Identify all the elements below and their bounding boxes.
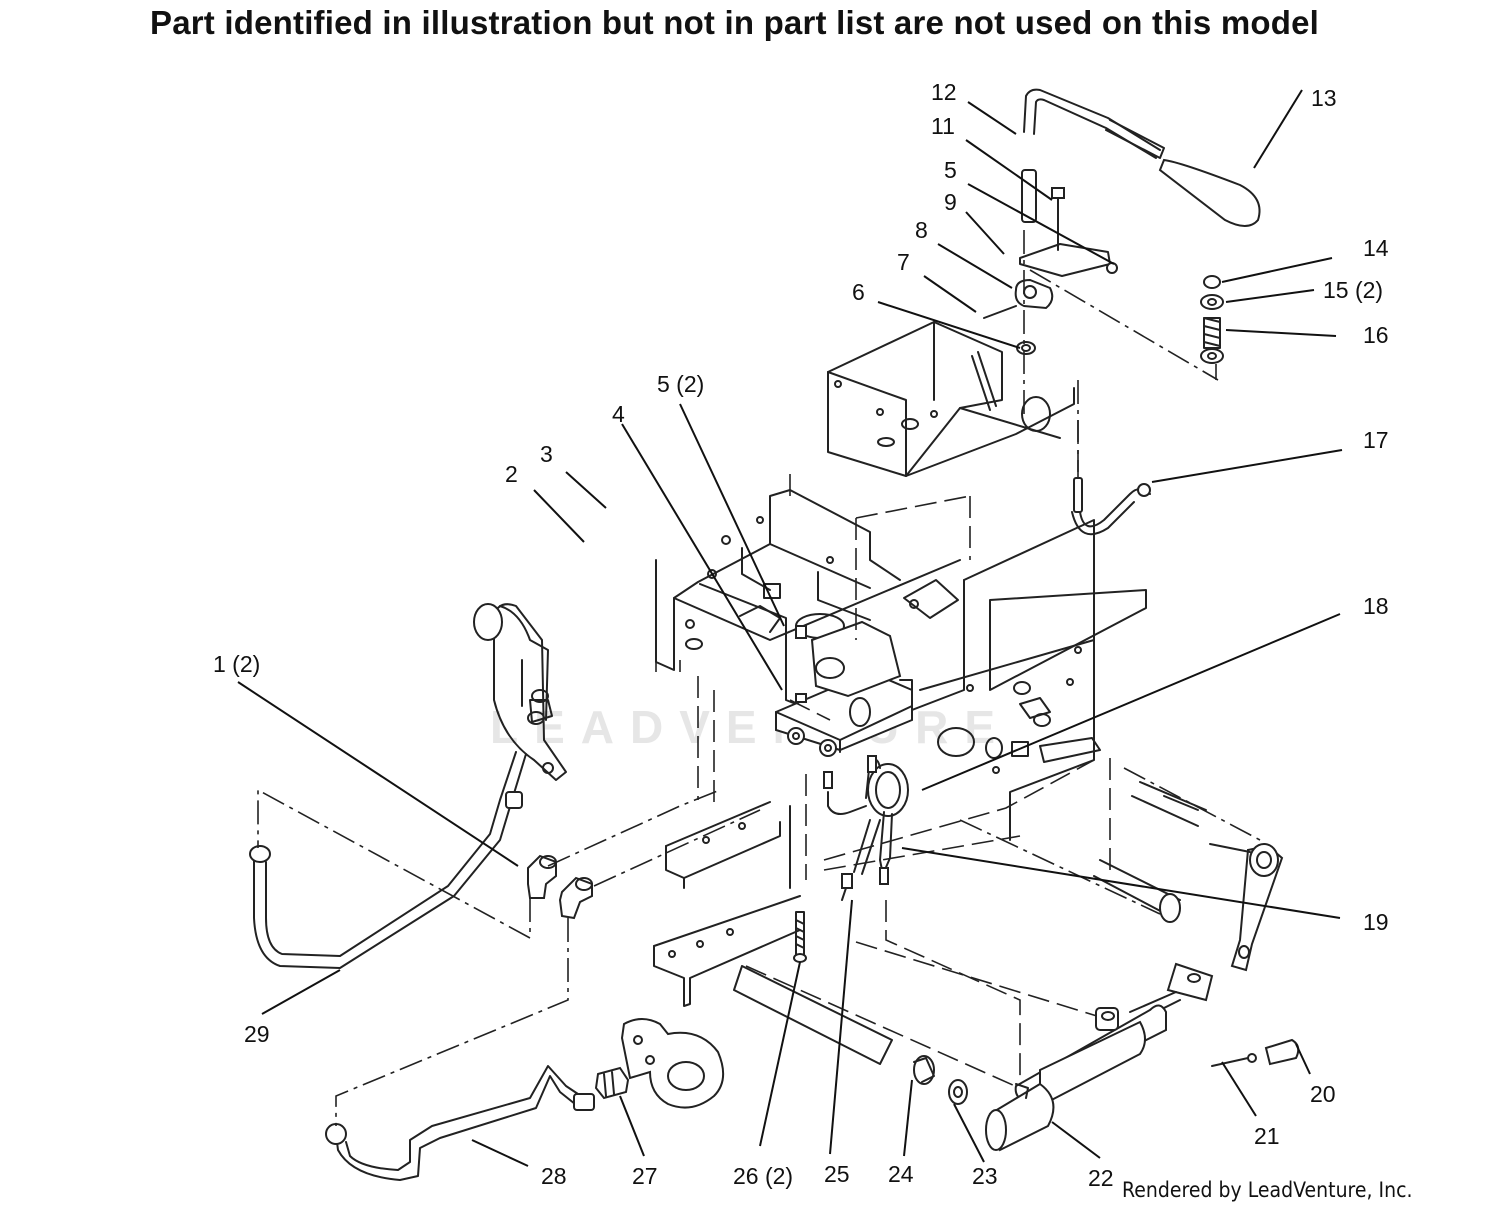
console-bracket (827, 321, 1075, 477)
cross-shaft (733, 781, 1207, 1065)
bell-crank (1209, 843, 1284, 972)
callout-21: 21 (1254, 1123, 1280, 1149)
render-credit: Rendered by LeadVenture, Inc. (1122, 1178, 1413, 1202)
callout-9: 9 (944, 189, 957, 215)
leader-lines (237, 89, 1343, 1167)
callout-24: 24 (888, 1161, 914, 1187)
motor-fitting (594, 1018, 725, 1109)
control-valve (775, 620, 913, 757)
hydraulic-hoses (823, 755, 909, 901)
callout-28: 28 (541, 1163, 567, 1189)
callout-3: 3 (540, 441, 553, 467)
callout-25: 25 (824, 1161, 850, 1187)
callout-8: 8 (915, 217, 928, 243)
lever-pivot-assembly (983, 187, 1118, 355)
callout-labels: 1 (2) 2 3 4 5 (2) 5 6 7 8 9 11 12 13 14 … (213, 79, 1389, 1191)
main-frame (655, 468, 965, 731)
callout-7: 7 (897, 249, 910, 275)
callout-19: 19 (1363, 909, 1389, 935)
callout-16: 16 (1363, 322, 1389, 348)
callout-5-2: 5 (2) (657, 371, 704, 397)
control-lever (1021, 88, 1261, 227)
clevis-pin (1264, 1038, 1300, 1066)
callout-17: 17 (1363, 427, 1389, 453)
callout-23: 23 (972, 1163, 998, 1189)
link-rod (1071, 477, 1151, 536)
diagram-title: Part identified in illustration but not … (150, 4, 1320, 41)
callout-6: 6 (852, 279, 865, 305)
spring-stack (1200, 275, 1224, 380)
right-frame-plate (919, 519, 1147, 841)
washer (948, 1079, 968, 1105)
elbow-fittings (527, 854, 593, 920)
callout-29: 29 (244, 1021, 270, 1047)
part-drawings (249, 88, 1300, 1181)
callout-5: 5 (944, 157, 957, 183)
callout-26-2: 26 (2) (733, 1163, 793, 1189)
callout-14: 14 (1363, 235, 1389, 261)
callout-12: 12 (931, 79, 957, 105)
callout-20: 20 (1310, 1081, 1336, 1107)
callout-27: 27 (632, 1163, 658, 1189)
callout-15-2: 15 (2) (1323, 277, 1383, 303)
callout-11: 11 (931, 113, 955, 139)
frame-rails (653, 495, 1261, 1091)
long-bolt (793, 911, 807, 963)
hydraulic-line-upper (249, 751, 527, 969)
hydraulic-line-lower (325, 1065, 595, 1181)
callout-4: 4 (612, 401, 625, 427)
callout-2: 2 (505, 461, 518, 487)
callout-1: 1 (2) (213, 651, 260, 677)
callout-13: 13 (1311, 85, 1337, 111)
pump-left (473, 603, 567, 781)
callout-22: 22 (1088, 1165, 1114, 1191)
callout-18: 18 (1363, 593, 1389, 619)
hydraulic-cylinder (985, 962, 1214, 1152)
